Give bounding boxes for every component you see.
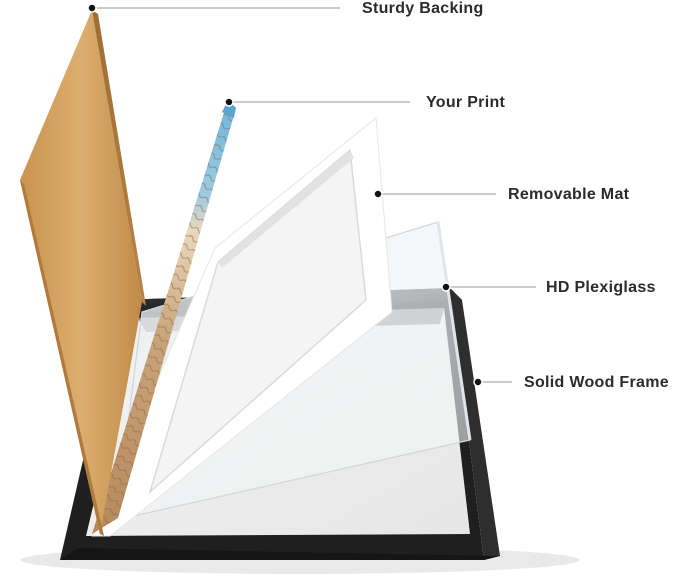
label-removable-mat: Removable Mat <box>508 186 630 203</box>
sturdy-backing-board <box>20 10 146 536</box>
label-solid-wood-frame: Solid Wood Frame <box>524 374 669 391</box>
callout-hd-plexiglass <box>441 282 536 292</box>
label-sturdy-backing: Sturdy Backing <box>362 0 484 17</box>
callout-your-print <box>224 97 410 107</box>
callout-sturdy-backing <box>87 3 340 13</box>
label-hd-plexiglass: HD Plexiglass <box>546 279 656 296</box>
callout-removable-mat <box>373 189 496 199</box>
label-your-print: Your Print <box>426 94 506 111</box>
callout-solid-wood-frame <box>473 377 512 387</box>
removable-mat <box>91 117 393 537</box>
